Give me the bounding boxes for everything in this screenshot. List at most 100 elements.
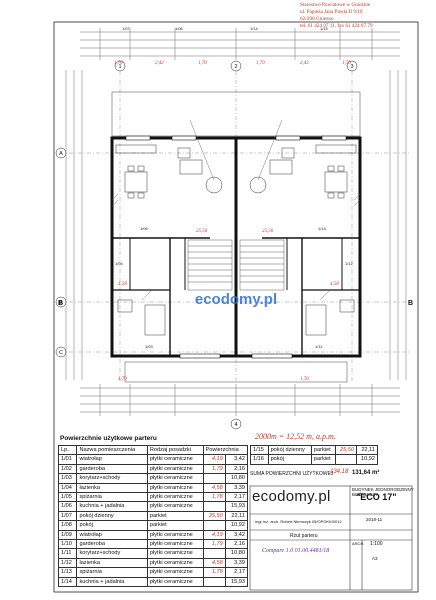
cell-floor: parkiet	[310, 454, 336, 465]
svg-text:1/03: 1/03	[145, 344, 154, 349]
cell-lp: 1/05	[57, 492, 78, 503]
svg-text:1,70: 1,70	[118, 377, 127, 382]
cell-name: garderoba	[76, 463, 148, 475]
cell-area: 2,17	[224, 492, 249, 503]
stamp-line: 62-200 Gniezno	[300, 16, 334, 22]
svg-text:C: C	[59, 350, 63, 356]
cell-floor: płytki ceramiczne	[146, 454, 204, 465]
section-mark-b: B	[58, 300, 63, 307]
stamp-line: Starostwo Powiatowe w Gnieźnie	[300, 2, 371, 8]
cell-area: 22,11	[224, 510, 249, 522]
cell-area: 10,92	[224, 520, 249, 531]
handwritten-note: 2000m = 12,52 m, a.p.m.	[255, 432, 336, 441]
cell-correction: 4,58	[202, 557, 226, 569]
cell-correction	[202, 473, 226, 484]
cell-name: korytarz+schody	[76, 548, 148, 559]
cell-correction: 4,58	[202, 482, 226, 494]
cell-area: 3,42	[224, 454, 249, 465]
svg-text:1/14: 1/14	[318, 226, 327, 231]
svg-text:4: 4	[234, 422, 237, 428]
svg-text:3: 3	[350, 64, 353, 70]
cell-lp: 1/10	[57, 539, 78, 550]
svg-text:1,70: 1,70	[342, 61, 351, 66]
sheet-number: A3	[372, 556, 378, 561]
svg-text:1/12: 1/12	[345, 261, 354, 266]
cell-floor: płytki ceramiczne	[146, 539, 204, 550]
svg-text:4,58: 4,58	[118, 282, 127, 287]
cell-lp: 1/11	[57, 548, 78, 559]
cell-name: wiatrołap	[76, 529, 148, 541]
cell-correction: 1,79	[202, 539, 226, 550]
svg-text:B: B	[408, 300, 413, 307]
cell-lp: 1/06	[57, 501, 78, 512]
cell-lp: 1/03	[57, 473, 78, 484]
cell-lp: 1/02	[57, 463, 78, 475]
cell-area: 15,93	[224, 576, 249, 588]
ecodomy-watermark: ecodomy.pl	[195, 291, 277, 308]
cell-floor: parkiet	[146, 520, 204, 531]
drawing-title: Rzut parteru	[290, 533, 318, 539]
svg-text:2,42: 2,42	[300, 61, 309, 66]
cell-correction: 25,50	[202, 510, 226, 522]
cell-lp: 1/04	[57, 482, 78, 494]
cell-lp: 1/07	[57, 510, 78, 522]
cell-name: łazienka	[76, 482, 148, 494]
area-table-title: Powierzchnie użytkowe parteru	[60, 435, 157, 442]
cell-floor: płytki ceramiczne	[146, 501, 204, 512]
cell-correction	[334, 454, 357, 465]
svg-text:25,50: 25,50	[262, 229, 274, 234]
cell-floor: płytki ceramiczne	[146, 529, 204, 541]
drawing-branch: ARCH.	[352, 541, 365, 546]
cell-correction	[202, 501, 226, 512]
svg-text:4,58: 4,58	[330, 282, 339, 287]
svg-text:25,50: 25,50	[196, 229, 208, 234]
svg-text:B: B	[59, 300, 63, 306]
cell-floor: płytki ceramiczne	[146, 567, 204, 578]
cell-area: 15,93	[224, 501, 249, 512]
cell-area: 2,16	[224, 539, 249, 550]
header-floor: Rodzaj posadzki	[146, 444, 204, 456]
cell-correction	[202, 576, 226, 588]
cell-lp: 1/01	[57, 454, 78, 465]
cell-area: 10,80	[224, 548, 249, 559]
cell-floor: płytki ceramiczne	[146, 492, 204, 503]
official-stamp: Starostwo Powiatowe w Gnieźnie ul. Papie…	[300, 2, 434, 30]
cell-floor: płytki ceramiczne	[146, 473, 204, 484]
svg-text:2,42: 2,42	[155, 61, 164, 66]
svg-text:1/14: 1/14	[250, 26, 259, 31]
cell-floor: parkiet	[310, 444, 336, 456]
cell-name: kuchnia + jadalnia	[76, 501, 148, 512]
sum-value: 131,64 m²	[352, 470, 380, 476]
cell-lp: 1/14	[57, 576, 78, 588]
cell-area: 10,92	[355, 454, 379, 465]
cell-floor: płytki ceramiczne	[146, 548, 204, 559]
cell-correction	[202, 520, 226, 531]
cell-lp: 1/15	[250, 444, 269, 456]
cell-area: 10,80	[224, 473, 249, 484]
cell-name: spiżarnia	[76, 567, 148, 578]
cell-area: 3,39	[224, 557, 249, 569]
header-area: Powierzchnia	[202, 444, 249, 456]
cell-correction: 4,19	[202, 529, 226, 541]
cell-name: wiatrołap	[76, 454, 148, 465]
svg-text:1/07: 1/07	[122, 26, 131, 31]
cell-name: łazienka	[76, 557, 148, 569]
cell-area: 22,11	[355, 444, 379, 456]
ecodomy-logo: ecodomy.pl	[252, 488, 331, 505]
